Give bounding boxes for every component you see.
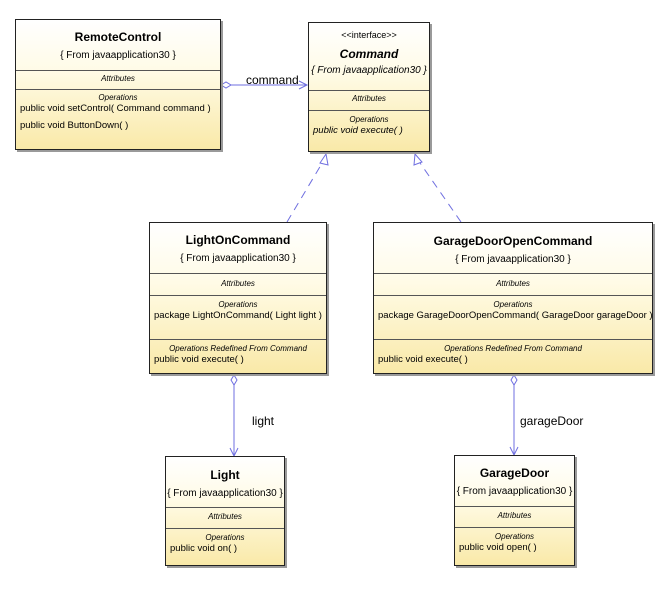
attributes-section: Attributes	[166, 508, 284, 529]
class-header: <<interface>> Command { From javaapplica…	[309, 23, 429, 91]
class-garage-door[interactable]: GarageDoor { From javaapplication30 } At…	[454, 455, 575, 566]
redefined-operations-section: Operations Redefined From Command public…	[374, 340, 652, 367]
class-origin: { From javaapplication30 }	[311, 65, 427, 76]
aggregation-diamond-garagedoorcommand	[510, 374, 518, 386]
realization-line-garagedoorcommand[interactable]	[417, 159, 462, 223]
class-name: RemoteControl	[74, 30, 162, 44]
attributes-section: Attributes	[455, 507, 574, 528]
class-header: RemoteControl { From javaapplication30 }	[16, 20, 220, 71]
class-origin: { From javaapplication30 }	[167, 488, 283, 499]
realization-line-lightoncommand[interactable]	[286, 159, 325, 223]
attributes-title: Attributes	[101, 74, 135, 83]
class-name: Command	[339, 47, 399, 61]
operation-item: public void execute( )	[313, 125, 403, 136]
operation-item: public void execute( )	[154, 354, 244, 365]
association-label-command: command	[246, 73, 299, 87]
operation-item: public void setControl( Command command …	[20, 103, 211, 114]
aggregation-diamond-lightoncommand	[230, 374, 238, 386]
attributes-title: Attributes	[221, 279, 255, 288]
aggregation-diamond-remote	[220, 81, 232, 89]
class-origin: { From javaapplication30 }	[60, 50, 176, 61]
operation-item: public void execute( )	[378, 354, 468, 365]
class-light-on-command[interactable]: LightOnCommand { From javaapplication30 …	[149, 222, 327, 374]
operation-item: package LightOnCommand( Light light )	[154, 310, 322, 321]
realization-triangle-lightoncommand	[319, 152, 329, 166]
operations-title: Operations	[349, 115, 389, 124]
class-name: GarageDoor	[479, 466, 550, 480]
association-label-light: light	[252, 414, 275, 428]
attributes-title: Attributes	[352, 94, 386, 103]
redefined-operations-section: Operations Redefined From Command public…	[150, 340, 326, 367]
operations-section: Operations public void execute( )	[309, 111, 429, 138]
attributes-section: Attributes	[16, 71, 220, 90]
association-label-garagedoor: garageDoor	[520, 414, 584, 428]
operation-item: package GarageDoorOpenCommand( GarageDoo…	[378, 310, 653, 321]
class-header: LightOnCommand { From javaapplication30 …	[150, 223, 326, 274]
class-name: GarageDoorOpenCommand	[433, 234, 593, 248]
operations-title: Operations	[494, 532, 535, 541]
class-name: LightOnCommand	[185, 233, 291, 247]
realization-triangle-garagedoorcommand	[413, 152, 423, 166]
arrowhead-command	[298, 80, 309, 90]
operations-section: Operations public void setControl( Comma…	[16, 90, 220, 133]
redefined-operations-title: Operations Redefined From Command	[169, 344, 307, 353]
operation-item: public void open( )	[459, 542, 537, 553]
class-origin: { From javaapplication30 }	[180, 253, 296, 264]
attributes-title: Attributes	[496, 279, 530, 288]
class-origin: { From javaapplication30 }	[455, 254, 571, 265]
class-header: Light { From javaapplication30 }	[166, 457, 284, 508]
operation-item: public void ButtonDown( )	[20, 120, 129, 131]
operations-section: Operations public void open( )	[455, 528, 574, 555]
class-header: GarageDoor { From javaapplication30 }	[455, 456, 574, 507]
class-light[interactable]: Light { From javaapplication30 } Attribu…	[165, 456, 285, 566]
attributes-section: Attributes	[309, 91, 429, 111]
operations-section: Operations public void on( )	[166, 529, 284, 556]
attributes-section: Attributes	[374, 274, 652, 296]
attributes-title: Attributes	[497, 511, 532, 520]
attributes-title: Attributes	[208, 512, 242, 521]
class-garage-door-open-command[interactable]: GarageDoorOpenCommand { From javaapplica…	[373, 222, 653, 374]
operations-title: Operations	[218, 300, 258, 309]
operations-title: Operations	[493, 300, 533, 309]
operation-item: public void on( )	[170, 543, 238, 554]
attributes-section: Attributes	[150, 274, 326, 296]
operations-section: Operations package LightOnCommand( Light…	[150, 296, 326, 340]
class-header: GarageDoorOpenCommand { From javaapplica…	[374, 223, 652, 274]
operations-title: Operations	[98, 93, 138, 102]
operations-title: Operations	[205, 533, 245, 542]
redefined-operations-title: Operations Redefined From Command	[444, 344, 582, 353]
class-command[interactable]: <<interface>> Command { From javaapplica…	[308, 22, 430, 152]
class-stereotype: <<interface>>	[341, 30, 397, 40]
operations-section: Operations package GarageDoorOpenCommand…	[374, 296, 653, 340]
class-origin: { From javaapplication30 }	[456, 486, 573, 497]
class-remote-control[interactable]: RemoteControl { From javaapplication30 }…	[15, 19, 221, 150]
class-name: Light	[210, 468, 240, 482]
